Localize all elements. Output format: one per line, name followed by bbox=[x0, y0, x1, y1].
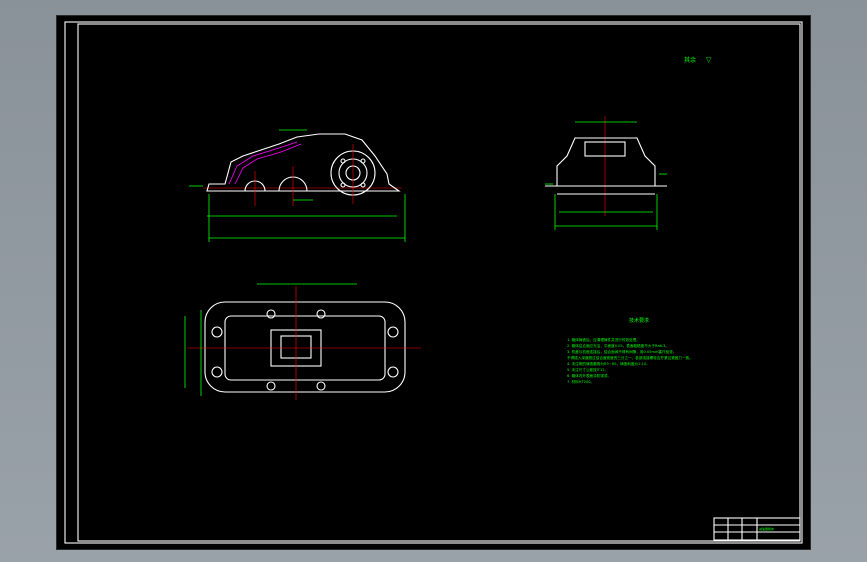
roughness-label: 其余 bbox=[684, 56, 696, 64]
note-line-1: 1. 箱体铸造后，应清理铸件并进行时效处理。 bbox=[567, 337, 640, 342]
note-line-8: 7. 材料HT200。 bbox=[567, 379, 594, 384]
side-housing-outline bbox=[556, 137, 656, 187]
cad-drawing-canvas: 其余 ▽ bbox=[64, 21, 803, 544]
side-view bbox=[545, 116, 667, 230]
roughness-symbol: ▽ bbox=[706, 56, 712, 64]
front-lid-curve-2 bbox=[234, 143, 302, 185]
top-view-outline bbox=[204, 301, 406, 393]
front-view bbox=[189, 129, 406, 242]
note-line-5: 4. 未注明的铸造圆角为R3~R5，铸造斜度为1:10。 bbox=[567, 361, 650, 366]
sheet-outer-border bbox=[64, 21, 803, 544]
roughness-note: 其余 ▽ bbox=[684, 56, 712, 64]
note-line-3: 3. 机盖与机座连接后，结合面间不得有间隙，用0.05mm塞尺检查。 bbox=[567, 349, 676, 354]
front-lid-curve-1 bbox=[228, 141, 298, 185]
note-line-7: 6. 箱体内外表面涂防锈漆。 bbox=[567, 373, 611, 378]
note-line-6: 5. 未注尺寸公差按IT12。 bbox=[567, 367, 608, 372]
top-view bbox=[184, 283, 421, 400]
notes-title: 技术要求 bbox=[629, 317, 649, 324]
technical-requirements: 技术要求 1. 箱体铸造后，应清理铸件并进行时效处理。 2. 箱体结合面应光洁，… bbox=[567, 317, 693, 384]
title-block-label: 减速器箱体 bbox=[759, 526, 774, 531]
title-block: 减速器箱体 bbox=[713, 517, 801, 541]
sheet-inner-border bbox=[77, 23, 801, 542]
note-line-4: 不得插入深度超过结合面宽度的三分之一，各部连接螺栓应拧紧且紧固力一致。 bbox=[567, 355, 693, 360]
front-housing-outline bbox=[206, 133, 401, 192]
cad-viewport[interactable]: 其余 ▽ bbox=[56, 15, 811, 550]
note-line-2: 2. 箱体结合面应光洁，平面度0.05，表面粗糙度不大于Ra6.3。 bbox=[567, 343, 669, 348]
inspection-cover bbox=[584, 141, 626, 157]
